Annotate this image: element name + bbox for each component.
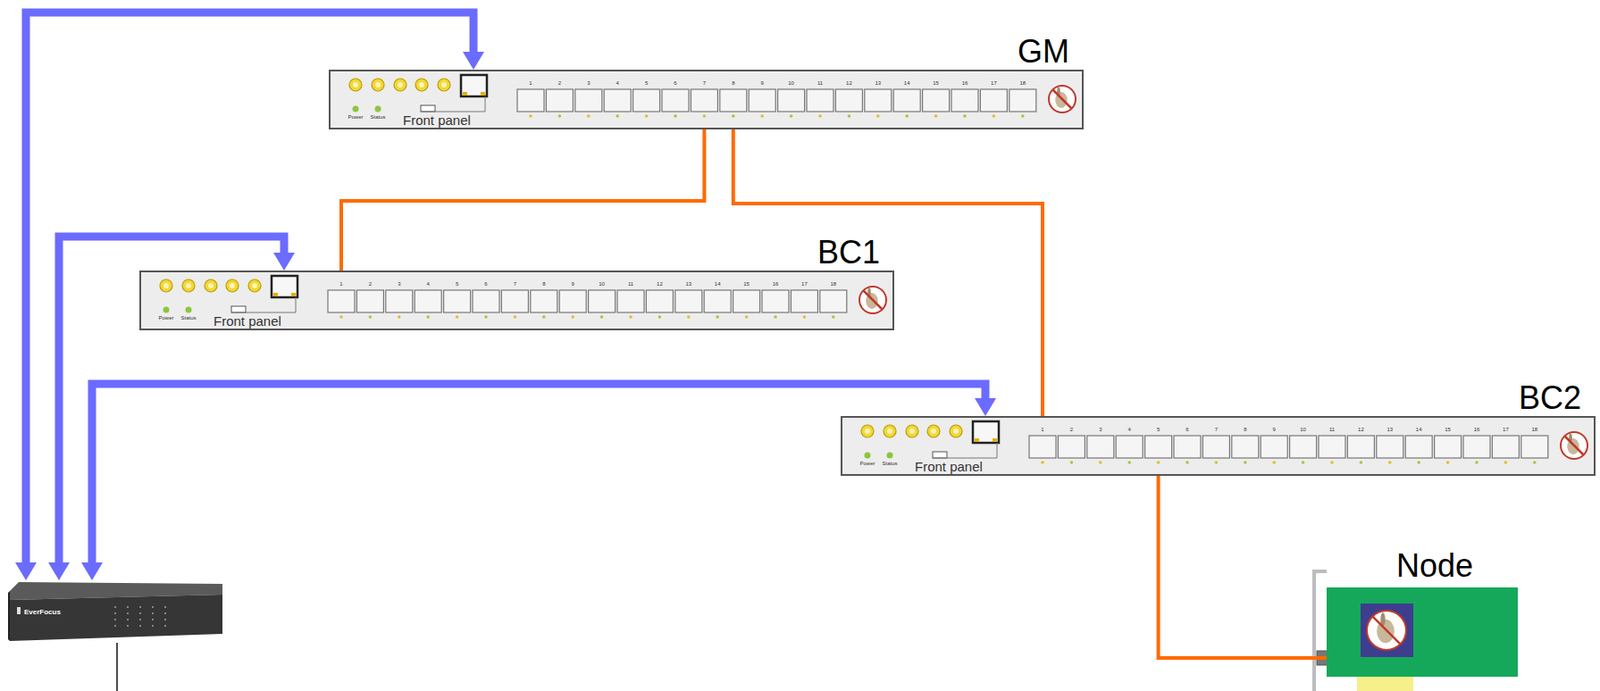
port-number: 9: [571, 281, 575, 288]
port-number: 18: [1531, 427, 1538, 434]
port-number: 7: [703, 80, 706, 87]
port-number: 17: [990, 80, 997, 87]
port-number: 17: [1502, 427, 1509, 434]
port-number: 12: [846, 80, 853, 87]
port-number: 4: [616, 80, 620, 87]
device-title: BC2: [1518, 380, 1582, 417]
panel-label: Front panel: [914, 460, 983, 475]
led-label: Power: [158, 315, 174, 322]
port-number: 14: [714, 281, 721, 288]
brand-label: EverFocus: [24, 608, 61, 617]
port-number: 14: [1415, 427, 1423, 434]
card-edge-connector: [1357, 677, 1414, 691]
port-number: 5: [645, 80, 648, 87]
ethernet-switch: EverFocus: [8, 580, 225, 644]
port-number: 6: [1185, 427, 1189, 434]
port-number: 8: [1243, 427, 1247, 434]
port-number: 10: [1299, 427, 1307, 434]
port-number: 11: [1329, 427, 1335, 434]
nic-card: Node: [1326, 587, 1518, 678]
port-number: 2: [558, 80, 562, 87]
led-label: Power: [347, 114, 363, 121]
port-number: 10: [598, 281, 605, 288]
port-number: 3: [586, 80, 590, 87]
port-number: 16: [1474, 427, 1481, 434]
port-number: 7: [513, 281, 517, 288]
card-art: [1326, 587, 1518, 678]
port-number: 11: [817, 80, 823, 87]
port-number: 16: [962, 80, 969, 87]
port-number: 8: [731, 80, 735, 87]
port-number: 6: [484, 281, 487, 288]
port-number: 4: [1128, 427, 1131, 434]
port-number: 15: [743, 281, 750, 288]
port-number: 18: [829, 281, 837, 288]
device-title: GM: [1017, 33, 1070, 70]
port-number: 12: [656, 281, 663, 288]
port-number: 1: [1040, 427, 1044, 434]
port-number: 11: [628, 281, 634, 288]
panel-label: Front panel: [402, 113, 471, 128]
device-title: Node: [1396, 548, 1474, 585]
ptp-link: [341, 129, 704, 271]
port-number: 15: [932, 80, 939, 87]
port-number: 5: [455, 281, 459, 288]
port-number: 14: [904, 80, 911, 87]
port-number: 10: [787, 80, 795, 87]
led-label: Power: [859, 460, 875, 468]
port-number: 2: [1070, 427, 1073, 434]
led-label: Status: [369, 114, 386, 121]
port-number: 3: [397, 281, 401, 288]
port-number: 5: [1156, 427, 1160, 434]
port-number: 1: [339, 281, 343, 288]
port-number: 2: [368, 281, 372, 288]
port-number: 9: [1273, 427, 1276, 434]
power-cable: [116, 643, 118, 691]
panel-label: Front panel: [213, 314, 282, 329]
led-label: Status: [180, 315, 196, 322]
port-number: 4: [427, 281, 430, 288]
switch-panel: GMPowerStatusFront panel1234567891011121…: [328, 69, 1084, 130]
port-number: 16: [772, 281, 780, 288]
port-number: 3: [1098, 427, 1102, 434]
card-bracket: [1314, 571, 1327, 691]
port-number: 13: [1386, 427, 1393, 434]
port-number: 1: [528, 80, 532, 87]
port-number: 13: [685, 281, 692, 288]
led-label: Status: [881, 460, 897, 468]
port-number: 13: [874, 80, 881, 87]
port-number: 17: [801, 281, 808, 288]
port-number: 12: [1357, 427, 1365, 434]
port-number: 18: [1019, 80, 1026, 87]
port-number: 7: [1214, 427, 1218, 434]
port-number: 15: [1444, 427, 1451, 434]
port-number: 6: [673, 80, 677, 87]
switch-panel: BC2PowerStatusFront panel123456789101112…: [840, 416, 1596, 477]
port-number: 9: [761, 80, 764, 87]
device-title: BC1: [817, 234, 880, 271]
port-number: 8: [542, 281, 545, 288]
switch-panel: BC1PowerStatusFront panel123456789101112…: [139, 270, 895, 331]
ptp-link: [1158, 476, 1327, 659]
